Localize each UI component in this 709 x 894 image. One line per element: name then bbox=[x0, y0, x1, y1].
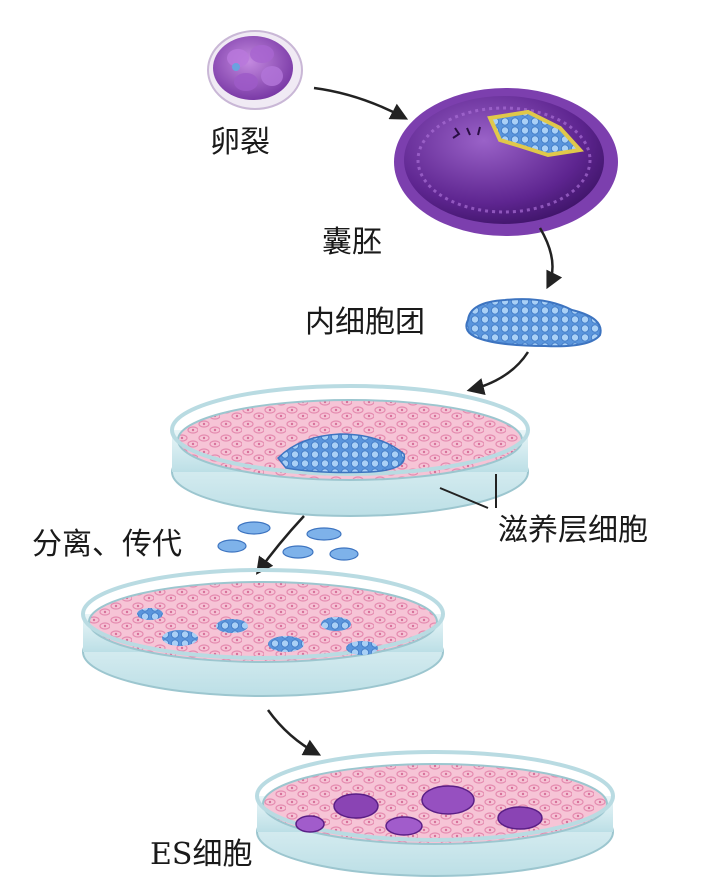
inner-cell-mass bbox=[465, 298, 602, 348]
label-es-cells: ES细胞 bbox=[150, 837, 253, 872]
arrow-dish1-to-dish2 bbox=[255, 515, 305, 575]
culture-dish-2 bbox=[81, 568, 445, 697]
arrow-inner-cell-mass-to-dish bbox=[466, 351, 530, 396]
cleavage-embryo bbox=[207, 30, 303, 110]
es-cell-colonies bbox=[295, 785, 543, 836]
label-isolation-passage: 分离、传代 bbox=[32, 527, 182, 562]
dish-2-colonies bbox=[137, 608, 378, 655]
arrow-dish2-to-dish3 bbox=[266, 709, 322, 756]
feeder-pointer-lines bbox=[439, 474, 497, 509]
arrow-blastocyst-to-inner-cell-mass bbox=[538, 227, 563, 290]
label-feeder-cells: 滋养层细胞 bbox=[498, 513, 648, 548]
dish-1-inner-cell-colony bbox=[276, 433, 406, 474]
label-cleavage: 卵裂 bbox=[210, 125, 270, 160]
dissociated-cells bbox=[217, 521, 359, 561]
blastocyst-inner-cell-mass bbox=[487, 109, 584, 158]
arrow-cleavage-to-blastocyst bbox=[313, 86, 409, 120]
blastocyst bbox=[394, 88, 618, 236]
label-inner-cell-mass: 内细胞团 bbox=[305, 305, 425, 340]
culture-dish-1 bbox=[170, 384, 530, 517]
culture-dish-3 bbox=[255, 750, 615, 877]
label-blastocyst: 囊胚 bbox=[322, 225, 382, 260]
